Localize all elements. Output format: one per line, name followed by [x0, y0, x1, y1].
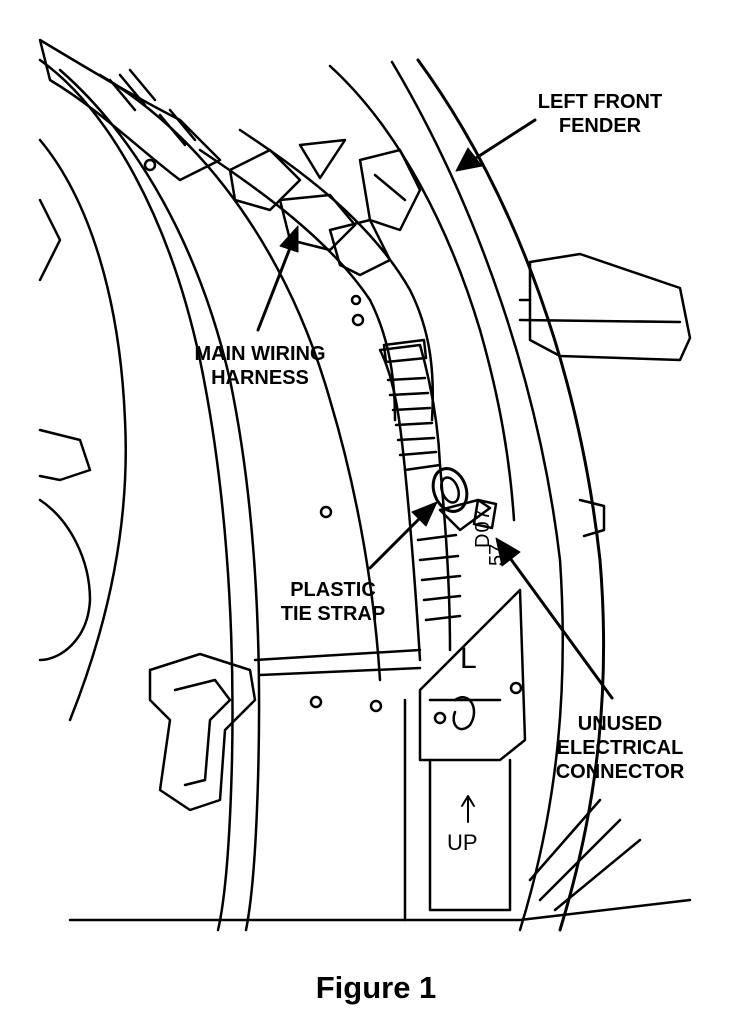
up-stamp: UP — [447, 830, 478, 855]
harness-band — [382, 338, 428, 364]
strut-detail — [452, 696, 476, 731]
unused-electrical-connector-label: UNUSED ELECTRICAL CONNECTOR — [530, 712, 710, 784]
harness-spike — [298, 138, 347, 180]
harness-tape-1 — [108, 68, 157, 112]
hole-4 — [309, 695, 323, 709]
left-front-fender-label: LEFT FRONT FENDER — [520, 90, 680, 138]
fender-inner-edge — [390, 60, 565, 932]
harness-tape-2 — [158, 108, 197, 147]
strut-hole-2 — [509, 681, 523, 695]
hole-1 — [143, 158, 157, 172]
up-arrow — [461, 795, 475, 823]
plastic-tie-strap-label: PLASTIC TIE STRAP — [258, 578, 408, 626]
unused-electrical-connector-label-line3: CONNECTOR — [555, 761, 685, 783]
plastic-tie-strap-label-line2: TIE STRAP — [280, 603, 386, 625]
main-wiring-harness-label-line1: MAIN WIRING — [194, 343, 326, 365]
tire-contour-1 — [38, 138, 127, 722]
main-wiring-harness-label: MAIN WIRING HARNESS — [165, 342, 355, 390]
tire-contour-4 — [38, 198, 62, 282]
left-front-fender-label-line1: LEFT FRONT — [537, 91, 663, 113]
harness-run-right — [238, 128, 435, 422]
main-wiring-harness-label-line2: HARNESS — [211, 367, 309, 389]
hole-3 — [319, 505, 333, 519]
tie-strap-loop — [431, 467, 469, 513]
left-front-fender-label-line2: FENDER — [558, 115, 642, 137]
wheelhouse-rib — [98, 73, 382, 682]
tire-contour-2 — [38, 428, 92, 482]
tire-contour-3 — [38, 498, 92, 662]
strut-mid — [403, 698, 502, 922]
fender-bracket-detail — [518, 298, 682, 324]
arrow-connector — [495, 537, 614, 700]
harness-upper-cluster — [358, 148, 422, 232]
unused-electrical-connector-label-line2: ELECTRICAL — [556, 737, 684, 759]
fender-outer-edge — [416, 58, 606, 932]
tie-strap-loop-inner — [440, 476, 460, 504]
arrow-harness — [256, 225, 299, 332]
unused-connector — [472, 498, 498, 530]
unused-electrical-connector-label-line1: UNUSED — [577, 713, 663, 735]
arrow-tie-strap — [368, 501, 438, 570]
lower-bracket — [148, 652, 257, 812]
hole-6 — [350, 294, 362, 306]
panel-seam — [253, 648, 422, 677]
apron-edge — [328, 64, 516, 522]
hole-5 — [369, 699, 383, 713]
harness-clip-1 — [228, 148, 302, 212]
strut-inner — [428, 758, 512, 912]
harness-upper-sleeve — [38, 38, 222, 182]
harness-clip-2 — [278, 193, 357, 252]
hole-2 — [351, 313, 365, 327]
bottom-outline — [68, 798, 692, 922]
wheelhouse-outer-arc — [38, 58, 234, 932]
part-code2-stamp: 57 — [486, 544, 509, 566]
plastic-tie-strap-label-line1: PLASTIC — [290, 579, 376, 601]
part-code2-stamp-text: 57 — [486, 543, 508, 566]
harness-run-left — [198, 148, 397, 422]
part-code-stamp-line1: D07 — [472, 508, 494, 548]
harness-wraps — [386, 376, 438, 457]
harness-lower-wraps — [416, 533, 462, 622]
wheelhouse-inner-arc — [58, 68, 261, 932]
fender-bracket — [528, 252, 692, 362]
strut-hole — [433, 711, 447, 725]
lower-bracket-inner — [173, 678, 232, 787]
part-code-stamp: D07 — [472, 508, 495, 548]
fender-tab — [578, 498, 606, 538]
side-stamp: L — [460, 642, 477, 675]
tie-strap-tail — [438, 498, 492, 532]
strut-outer — [418, 588, 527, 762]
figure-caption: Figure 1 — [315, 970, 437, 1005]
arrow-fender — [455, 118, 537, 172]
